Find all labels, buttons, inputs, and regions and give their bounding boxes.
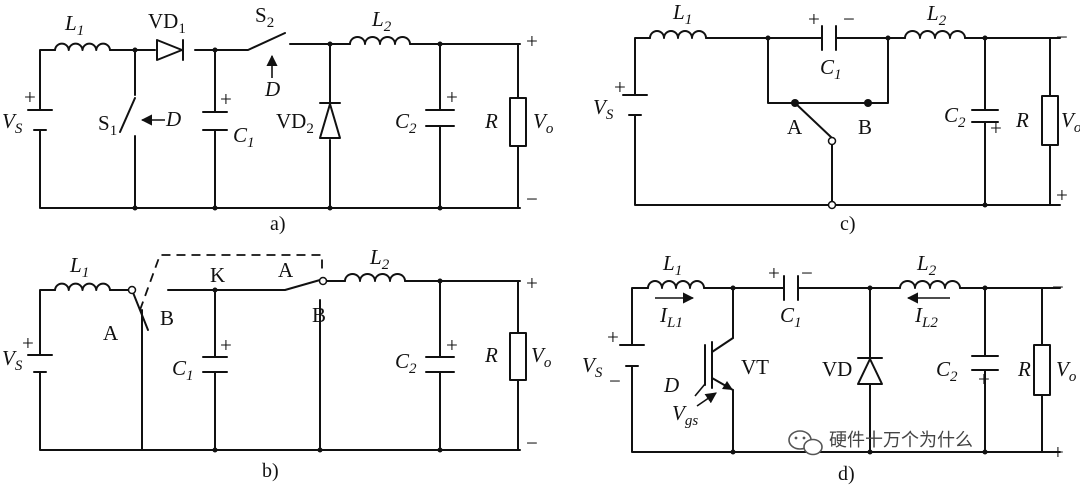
caption-d: d) <box>838 463 855 485</box>
label-VT: VT <box>741 355 769 379</box>
label-Vs-d: VS <box>582 353 603 381</box>
label-minus-out-d: − <box>1052 275 1064 299</box>
label-A-b1: A <box>103 321 119 345</box>
label-C2-c: C2 <box>944 103 966 131</box>
label-plus-c1-a: + <box>220 87 232 111</box>
label-C1-d: C1 <box>780 303 802 331</box>
label-L2-c: L2 <box>926 1 947 29</box>
label-plus-c2-d: + <box>978 367 990 391</box>
panel-b-labels: L1 A B K A B L2 VS + C1 + C2 + R Vo + − … <box>2 245 552 482</box>
label-IL2: IL2 <box>914 303 938 331</box>
label-K: K <box>210 263 225 287</box>
label-plus-c1-d: + <box>768 261 780 285</box>
panel-c-circuit <box>622 25 1061 210</box>
label-plus-out-a: + <box>526 29 538 53</box>
label-plus-c2-b: + <box>446 333 458 357</box>
label-IL1: IL1 <box>659 303 683 331</box>
panel-a-labels: L1 VD1 S2 D L2 VS + S1 D C1 + VD2 C2 + R… <box>2 3 554 235</box>
label-B-b1: B <box>160 306 174 330</box>
label-plus-vs-a: + <box>24 85 36 109</box>
label-minus-out-a: − <box>526 187 538 211</box>
label-minus-c1-c: − <box>843 7 855 31</box>
label-C2-a: C2 <box>395 109 417 137</box>
label-L1-a: L1 <box>64 11 84 39</box>
label-C1-c: C1 <box>820 55 842 83</box>
label-VD2: VD2 <box>276 109 314 137</box>
label-minus-c1-d: − <box>801 261 813 285</box>
label-Vgs: Vgs <box>672 401 698 429</box>
label-S2: S2 <box>255 3 274 31</box>
caption-c: c) <box>840 213 856 235</box>
panel-c-labels: L1 + − C1 L2 VS + A B C2 + R Vo − + c) <box>593 0 1080 235</box>
label-R-b: R <box>484 343 498 367</box>
label-plus-c2-c: + <box>990 116 1002 140</box>
label-B-c: B <box>858 115 872 139</box>
label-L2-b: L2 <box>369 245 390 273</box>
label-A-c: A <box>787 115 803 139</box>
wechat-icon <box>788 430 823 456</box>
label-minus-vs-d: − <box>609 369 621 393</box>
label-R-a: R <box>484 109 498 133</box>
caption-b: b) <box>262 460 279 482</box>
label-A-b2: A <box>278 258 294 282</box>
label-plus-out-d: + <box>1052 440 1064 464</box>
label-plus-c2-a: + <box>446 85 458 109</box>
label-VD-d: VD <box>822 357 852 381</box>
label-Vs-a: VS <box>2 109 23 137</box>
label-B-b2: B <box>312 303 326 327</box>
label-Vo-d: Vo <box>1056 357 1077 385</box>
panel-d-circuit <box>619 275 1061 455</box>
label-plus-out-c: + <box>1056 183 1068 207</box>
label-plus-c1-c: + <box>808 7 820 31</box>
label-Vs-b: VS <box>2 346 23 374</box>
panel-b-circuit <box>27 254 527 453</box>
label-L2-a: L2 <box>371 7 392 35</box>
panel-a-circuit <box>27 32 527 211</box>
label-D-a1: D <box>165 107 181 131</box>
label-R-d: R <box>1017 357 1031 381</box>
label-VD1: VD1 <box>148 9 186 37</box>
label-C2-b: C2 <box>395 349 417 377</box>
label-Vo-a: Vo <box>533 109 554 137</box>
label-minus-out-c: − <box>1056 25 1068 49</box>
label-plus-c1-b: + <box>220 333 232 357</box>
label-L1-d: L1 <box>662 251 682 279</box>
label-plus-vs-c: + <box>614 75 626 99</box>
caption-a: a) <box>270 213 286 235</box>
label-C2-d: C2 <box>936 357 958 385</box>
label-plus-out-b: + <box>526 271 538 295</box>
label-L1-b: L1 <box>69 253 89 281</box>
label-L2-d: L2 <box>916 251 937 279</box>
label-plus-vs-d: + <box>607 325 619 349</box>
label-Vo-c: Vo <box>1061 108 1080 136</box>
panel-d-labels: L1 IL1 + − C1 L2 IL2 VS + − VT D Vgs VD … <box>582 251 1077 485</box>
label-Vo-b: Vo <box>531 343 552 371</box>
label-S1: S1 <box>98 111 117 139</box>
label-C1-b: C1 <box>172 356 194 384</box>
label-C1-a: C1 <box>233 123 255 151</box>
watermark: 硬件十万个为什么 <box>788 430 973 456</box>
label-L1-c: L1 <box>672 0 692 28</box>
watermark-text: 硬件十万个为什么 <box>829 430 973 451</box>
label-minus-out-b: − <box>526 431 538 455</box>
label-D-d: D <box>663 373 679 397</box>
label-D-a2: D <box>264 77 280 101</box>
label-R-c: R <box>1015 108 1029 132</box>
label-Vs-c: VS <box>593 95 614 123</box>
label-plus-vs-b: + <box>22 331 34 355</box>
